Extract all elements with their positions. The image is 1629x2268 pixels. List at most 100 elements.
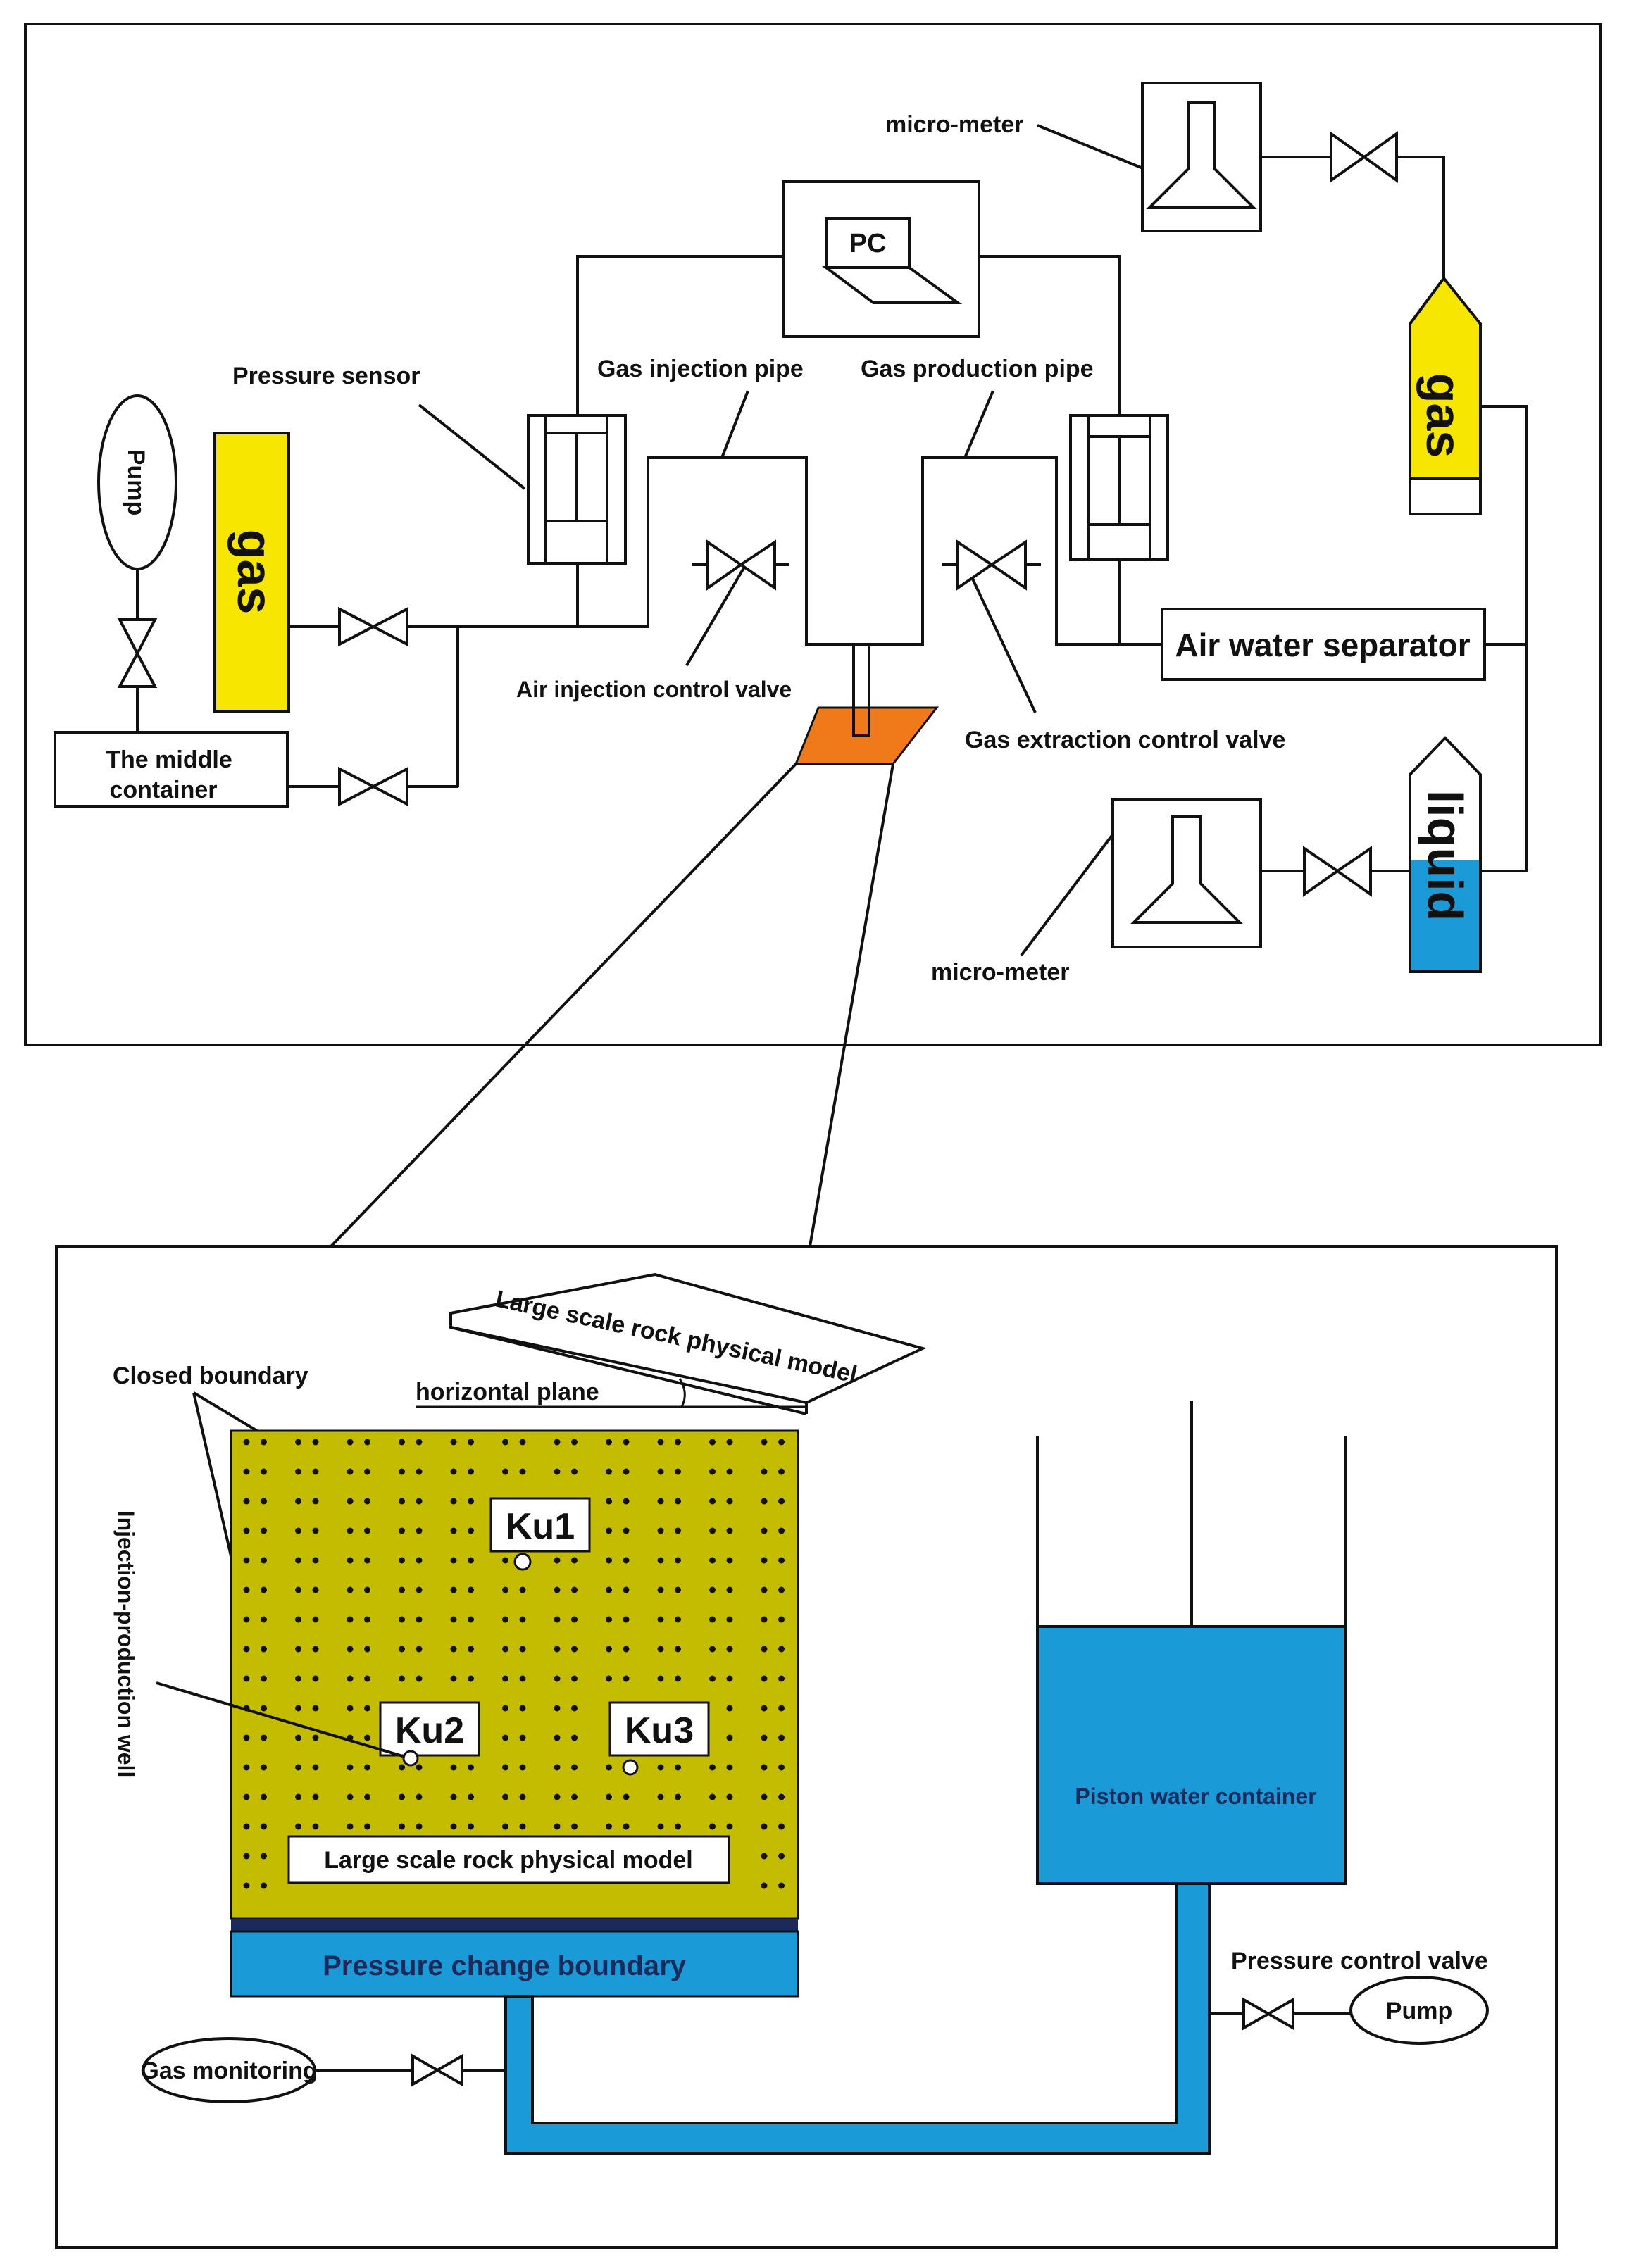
rock-pore-dot [364, 1557, 370, 1564]
rock-pore-dot [347, 1675, 354, 1682]
rock-pore-dot [399, 1527, 405, 1534]
rock-pore-dot [778, 1557, 785, 1564]
rock-pore-dot [709, 1793, 716, 1800]
valve-gas-line-top[interactable] [338, 606, 408, 647]
air-injection-control-valve[interactable] [706, 539, 776, 591]
model-label: Large scale rock physical model [324, 1847, 692, 1874]
rock-pore-dot [571, 1675, 578, 1682]
rock-pore-dot [243, 1439, 250, 1446]
rock-pore-dot [312, 1764, 319, 1771]
rock-pore-dot [606, 1468, 612, 1475]
rock-pore-dot [623, 1468, 630, 1475]
rock-pore-dot [675, 1616, 681, 1623]
rock-pore-dot [416, 1793, 423, 1800]
bottom-panel-frame [55, 1245, 1558, 2249]
rock-pore-dot [347, 1468, 354, 1475]
rock-pore-dot [364, 1586, 370, 1593]
rock-pore-dot [571, 1557, 578, 1564]
rock-pore-dot [519, 1705, 526, 1712]
rock-pore-dot [761, 1764, 768, 1771]
rock-pore-dot [468, 1675, 474, 1682]
rock-pore-dot [571, 1468, 578, 1475]
rock-pore-dot [675, 1764, 681, 1771]
rock-pore-dot [726, 1764, 733, 1771]
dark-band [231, 1919, 798, 1931]
rock-pore-dot [502, 1734, 508, 1741]
pump-top[interactable] [97, 394, 177, 570]
rock-pore-dot [450, 1586, 457, 1593]
rock-pore-dot [709, 1675, 716, 1682]
rock-pore-dot [606, 1764, 612, 1771]
rock-pore-dot [468, 1557, 474, 1564]
rock-pore-dot [657, 1616, 664, 1623]
rock-pore-dot [657, 1823, 664, 1830]
pressure-change-boundary-label: Pressure change boundary [323, 1950, 686, 1981]
pressure-control-valve-label: Pressure control valve [1231, 1948, 1488, 1974]
rock-pore-dot [295, 1557, 301, 1564]
rock-pore-dot [554, 1468, 561, 1475]
rock-pore-dot [468, 1498, 474, 1505]
rock-pore-dot [468, 1586, 474, 1593]
horizontal-plane-label: horizontal plane [416, 1379, 599, 1405]
rock-pore-dot [761, 1468, 768, 1475]
valve-middle-container[interactable] [338, 766, 408, 807]
gas-extraction-control-valve[interactable] [956, 539, 1027, 591]
rock-pore-dot [364, 1646, 370, 1653]
rock-pore-dot [519, 1468, 526, 1475]
rock-pore-dot [312, 1734, 319, 1741]
rock-pore-dot [675, 1823, 681, 1830]
rock-pore-dot [243, 1882, 250, 1889]
rock-pore-dot [778, 1793, 785, 1800]
rock-pore-dot [416, 1468, 423, 1475]
rock-pore-dot [399, 1557, 405, 1564]
rock-pore-dot [606, 1586, 612, 1593]
ku3-tag [608, 1701, 710, 1757]
rock-pore-dot [243, 1646, 250, 1653]
gas-monitoring-valve[interactable] [411, 2053, 463, 2087]
rock-pore-dot [261, 1468, 267, 1475]
pump-top-label: Pump [123, 449, 149, 515]
rock-pore-dot [554, 1734, 561, 1741]
pressure-sensor-label: Pressure sensor [232, 363, 420, 389]
rock-pore-dot [519, 1586, 526, 1593]
rock-pore-dot [726, 1734, 733, 1741]
rock-pore-dot [347, 1616, 354, 1623]
rock-pore-dot [761, 1439, 768, 1446]
pressure-control-valve[interactable] [1242, 1997, 1294, 2031]
rock-pore-dot [416, 1586, 423, 1593]
rock-pore-dot [261, 1498, 267, 1505]
rock-pore-dot [347, 1823, 354, 1830]
pump-bottom[interactable] [1349, 1976, 1489, 2045]
rock-pore-dot [554, 1616, 561, 1623]
valve-top-right[interactable] [1330, 131, 1398, 183]
rock-pore-dot [519, 1675, 526, 1682]
rock-pore-dot [312, 1616, 319, 1623]
rock-pore-dot [726, 1527, 733, 1534]
valve-pump[interactable] [117, 618, 158, 688]
rock-pore-dot [657, 1675, 664, 1682]
micro-meter-bottom [1111, 798, 1262, 948]
gas-cylinder-right-base [1409, 477, 1482, 515]
rock-pore-dot [778, 1853, 785, 1860]
rock-pore-dot [364, 1527, 370, 1534]
rock-pore-dot [450, 1468, 457, 1475]
rock-pore-dot [364, 1764, 370, 1771]
rock-pore-dot [468, 1616, 474, 1623]
rock-pore-dot [623, 1557, 630, 1564]
rock-pore-dot [399, 1586, 405, 1593]
rock-pore-dot [502, 1557, 508, 1564]
rock-pore-dot [726, 1823, 733, 1830]
rock-pore-dot [778, 1764, 785, 1771]
rock-pore-dot [450, 1498, 457, 1505]
rock-pore-dot [416, 1557, 423, 1564]
rock-pore-dot [261, 1705, 267, 1712]
rock-pore-dot [295, 1468, 301, 1475]
rock-pore-dot [606, 1675, 612, 1682]
ku1-tag [489, 1497, 591, 1553]
rock-pore-dot [554, 1439, 561, 1446]
rock-pore-dot [312, 1793, 319, 1800]
rock-pore-dot [571, 1764, 578, 1771]
valve-bottom-right[interactable] [1303, 846, 1372, 897]
rock-pore-dot [657, 1586, 664, 1593]
ku1-label: Ku1 [506, 1506, 575, 1547]
